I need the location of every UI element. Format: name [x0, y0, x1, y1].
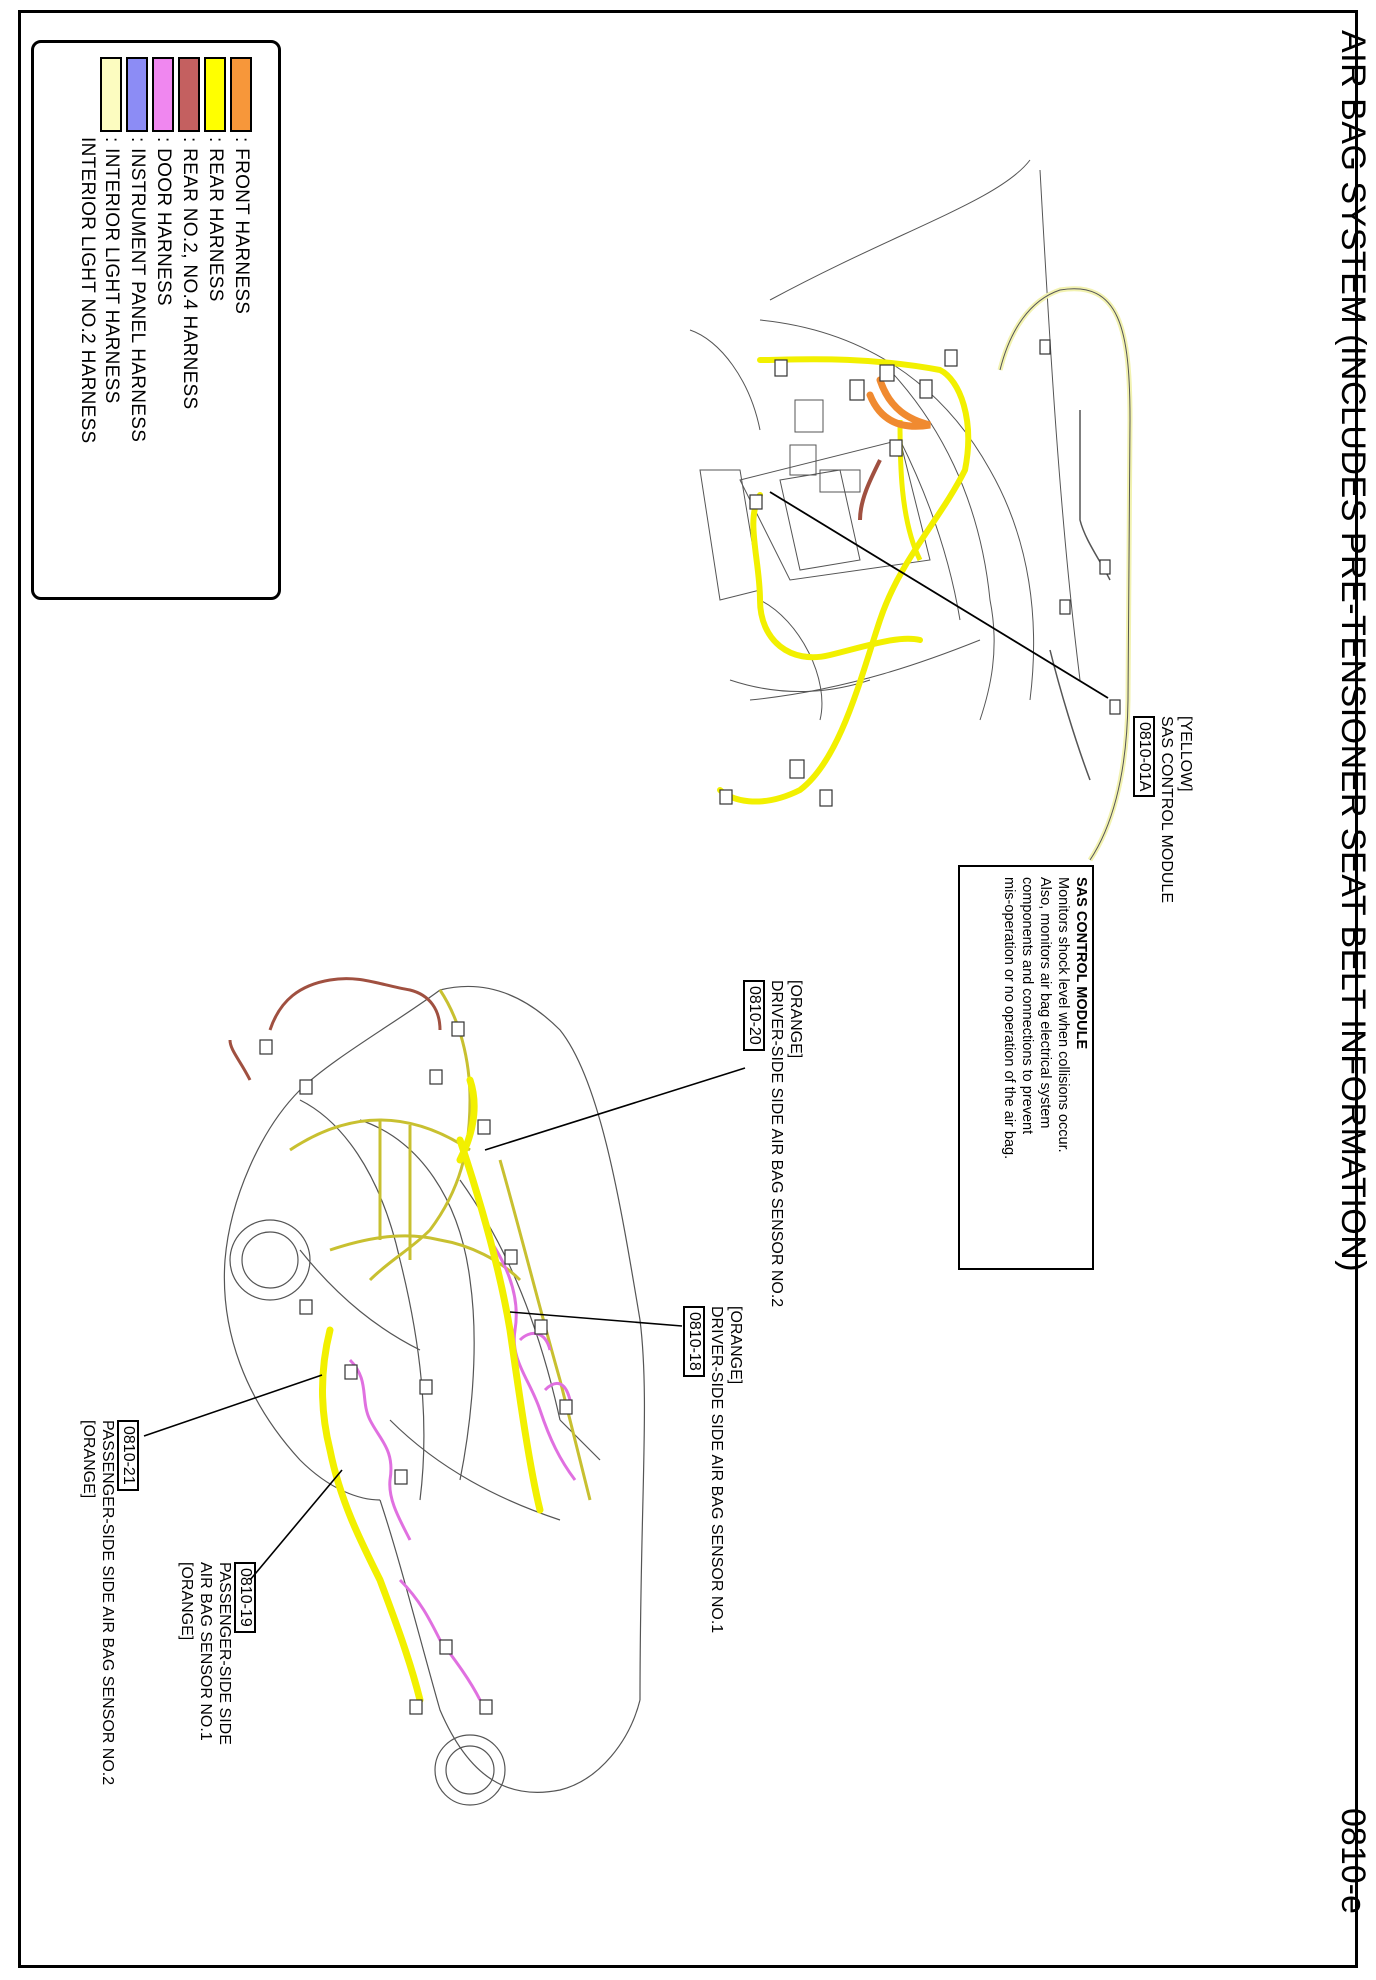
rear-no2-no4-harness — [228, 977, 442, 1081]
driver-sensor-2-color: [ORANGE] — [787, 980, 804, 1059]
driver-sensor-1-color: [ORANGE] — [727, 1306, 744, 1385]
harness-branch — [1079, 410, 1111, 581]
legend-swatch — [126, 57, 148, 132]
page-frame — [18, 10, 1358, 1968]
legend-item-rear-no2-no4: : REAR NO.2, NO.4 HARNESS — [178, 57, 202, 577]
passenger-sensor-1-line2: AIR BAG SENSOR NO.1 — [197, 1562, 214, 1741]
legend-item-interior-light: : INTERIOR LIGHT HARNESS — [100, 57, 124, 577]
driver-sensor-1-leader — [509, 1311, 683, 1327]
sas-info-text: SAS CONTROL MODULE Monitors shock level … — [1000, 877, 1090, 1159]
vehicle-body-outline — [223, 985, 646, 1806]
passenger-sensor-1-line1: PASSENGER-SIDE SIDE — [216, 1562, 233, 1745]
harness-legend: : FRONT HARNESS : REAR HARNESS : REAR NO… — [31, 40, 281, 600]
sas-name: SAS CONTROL MODULE — [1158, 716, 1175, 903]
legend-swatch — [152, 57, 174, 132]
sas-info-box: SAS CONTROL MODULE Monitors shock level … — [958, 865, 1094, 1270]
rear-harness-loop — [750, 492, 923, 661]
driver-sensor-2-code: 0810-20 — [743, 980, 765, 1051]
passenger-sensor-1-callout: 0810-19 PASSENGER-SIDE SIDE AIR BAG SENS… — [177, 1562, 258, 1745]
rear-harness-upper — [717, 356, 972, 805]
driver-sensor-1-code: 0810-18 — [683, 1306, 705, 1377]
sas-code: 0810-01A — [1133, 716, 1155, 798]
rear-harness-lower-passenger — [319, 1326, 424, 1704]
passenger-sensor-1-code: 0810-19 — [234, 1562, 256, 1633]
sas-info-heading: SAS CONTROL MODULE — [1073, 877, 1089, 1050]
passenger-sensor-1-color: [ORANGE] — [178, 1562, 195, 1641]
sas-info-line: mis-operation or no operation of the air… — [1001, 877, 1017, 1160]
sas-info-line: Monitors shock level when collisions occ… — [1055, 877, 1071, 1153]
dashboard-illustration — [689, 159, 1081, 721]
passenger-sensor-2-name: PASSENGER-SIDE SIDE AIR BAG SENSOR NO.2 — [99, 1420, 116, 1786]
driver-sensor-2-leader — [484, 1067, 746, 1151]
driver-sensor-2-callout: [ORANGE] DRIVER-SIDE SIDE AIR BAG SENSOR… — [743, 980, 805, 1307]
front-harness-branch — [858, 459, 882, 521]
passenger-sensor-2-color: [ORANGE] — [80, 1420, 97, 1499]
sas-control-module-callout: [YELLOW] SAS CONTROL MODULE 0810-01A — [1133, 716, 1195, 903]
rear-harness-lower-bend — [456, 1076, 478, 1164]
rear-harness-branch — [897, 419, 923, 562]
harness-branch — [1049, 649, 1091, 781]
sas-leader-line — [769, 491, 1109, 699]
passenger-sensor-2-code: 0810-21 — [117, 1420, 139, 1491]
legend-item-rear: : REAR HARNESS — [204, 57, 228, 577]
driver-sensor-1-callout: [ORANGE] DRIVER-SIDE SIDE AIR BAG SENSOR… — [683, 1306, 745, 1633]
passenger-sensor-1-leader — [249, 1469, 343, 1581]
driver-sensor-1-name: DRIVER-SIDE SIDE AIR BAG SENSOR NO.1 — [708, 1306, 725, 1634]
sas-color: [YELLOW] — [1177, 716, 1194, 792]
rear-harness-lower-driver — [456, 1136, 544, 1514]
legend-item-door: : DOOR HARNESS — [152, 57, 176, 577]
connectors-upper — [719, 339, 1121, 807]
interior-light-harness-outline — [999, 288, 1131, 861]
legend-item-instrument-panel: : INSTRUMENT PANEL HARNESS — [126, 57, 150, 577]
legend-swatch — [100, 57, 122, 132]
sas-info-line: Also, monitors air bag electrical system — [1037, 877, 1053, 1129]
legend-swatch — [204, 57, 226, 132]
front-harness — [866, 376, 931, 430]
sas-info-line: components and connections to prevent — [1019, 877, 1035, 1135]
passenger-sensor-2-callout: 0810-21 PASSENGER-SIDE SIDE AIR BAG SENS… — [79, 1420, 141, 1785]
legend-swatch — [230, 57, 252, 132]
legend-item-front: : FRONT HARNESS — [230, 57, 254, 577]
connectors-lower — [259, 1021, 573, 1715]
driver-sensor-2-name: DRIVER-SIDE SIDE AIR BAG SENSOR NO.2 — [768, 980, 785, 1308]
legend-swatch — [178, 57, 200, 132]
passenger-sensor-2-leader — [143, 1374, 323, 1437]
